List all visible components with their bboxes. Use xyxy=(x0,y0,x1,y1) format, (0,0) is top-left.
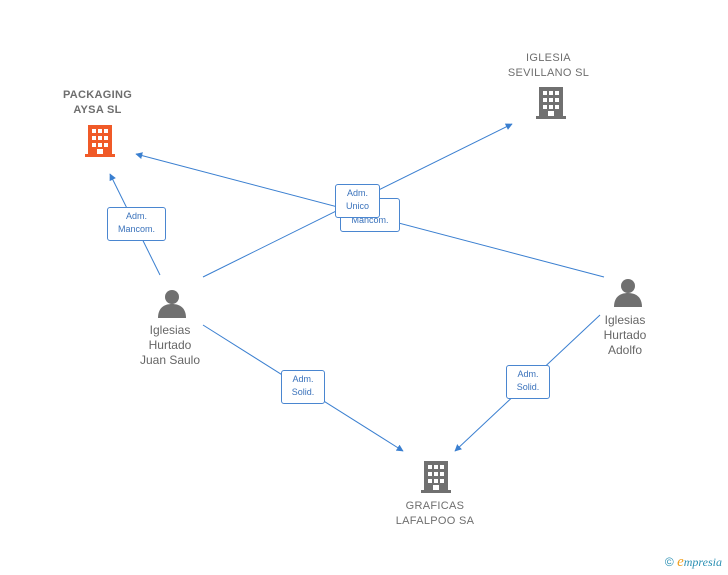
edge-label-adolfo-graficas[interactable]: Adm. Solid. xyxy=(506,365,550,399)
edge-label-line: Adm. xyxy=(517,369,539,379)
brand-logo: © empresia xyxy=(665,554,722,571)
node-name-line: SEVILLANO SL xyxy=(507,67,590,79)
building-icon[interactable] xyxy=(85,125,115,157)
node-name-line: LAFALPOO SA xyxy=(395,515,475,527)
brand-e: e xyxy=(677,554,684,570)
node-name-line: AYSA SL xyxy=(73,104,122,116)
brand-name: mpresia xyxy=(683,555,722,569)
edge-label-juan-packaging[interactable]: Adm. Mancom. xyxy=(107,207,166,241)
node-label-adolfo: Iglesias Hurtado Adolfo xyxy=(585,313,665,358)
edge-label-line: Solid. xyxy=(516,382,540,392)
building-icon[interactable] xyxy=(536,87,566,119)
node-label-packaging: PACKAGING AYSA SL xyxy=(40,88,155,118)
node-name-line: Juan Saulo xyxy=(139,353,201,367)
edge-label-line: Mancom. xyxy=(351,215,389,225)
node-label-juan: Iglesias Hurtado Juan Saulo xyxy=(120,323,220,368)
node-name-line: PACKAGING xyxy=(62,89,133,101)
edge-label-line: Adm. xyxy=(292,374,314,384)
edge-label-line: Unico xyxy=(345,201,369,211)
person-icon[interactable] xyxy=(158,290,186,318)
node-name-line: Hurtado xyxy=(148,338,192,352)
edge-label-juan-iglesia[interactable]: Adm. Unico xyxy=(335,184,380,218)
person-icon[interactable] xyxy=(614,279,642,307)
edge-label-juan-graficas[interactable]: Adm. Solid. xyxy=(281,370,325,404)
copyright-icon: © xyxy=(664,555,674,569)
edge-label-line: Solid. xyxy=(291,387,315,397)
node-name-line: IGLESIA xyxy=(526,52,571,64)
building-icon[interactable] xyxy=(421,461,451,493)
edge-label-line: Adm. xyxy=(125,211,147,221)
node-label-graficas: GRAFICAS LAFALPOO SA xyxy=(375,499,495,529)
edge-label-line: Adm. xyxy=(346,188,368,198)
node-name-line: Adolfo xyxy=(607,343,643,357)
node-name-line: Iglesias xyxy=(604,313,646,327)
node-name-line: GRAFICAS xyxy=(405,500,465,512)
node-name-line: Iglesias xyxy=(149,323,191,337)
node-label-iglesia: IGLESIA SEVILLANO SL xyxy=(486,51,611,81)
node-name-line: Hurtado xyxy=(603,328,647,342)
edge-label-line: Mancom. xyxy=(117,224,155,234)
